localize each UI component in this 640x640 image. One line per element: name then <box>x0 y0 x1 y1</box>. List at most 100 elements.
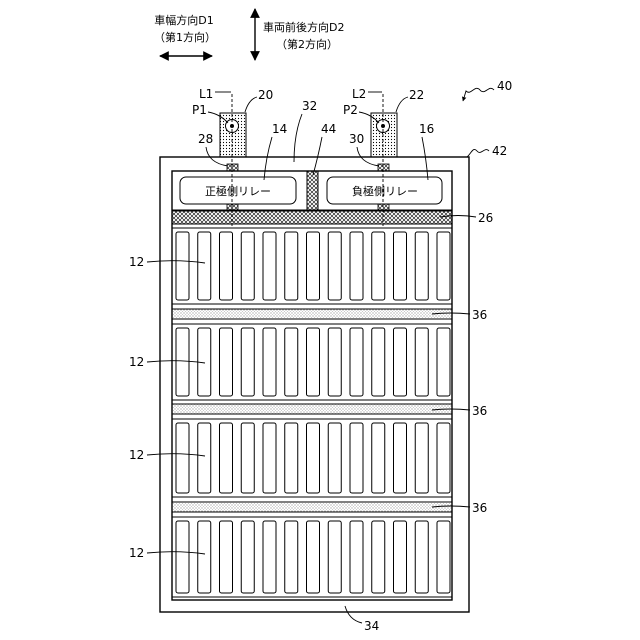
battery-cell <box>176 328 189 396</box>
battery-cell <box>394 423 407 493</box>
battery-cell <box>307 232 320 300</box>
numeral-battery-pack: 40 <box>497 79 512 93</box>
battery-cell <box>372 521 385 593</box>
d1-sub-label: （第1方向） <box>154 30 216 44</box>
numeral-module-3: 12 <box>129 448 144 462</box>
label-l2: L2 <box>352 87 366 101</box>
leader-positive-relay <box>264 137 272 180</box>
battery-cell <box>285 232 298 300</box>
battery-cell <box>437 423 450 493</box>
numeral-module-2: 12 <box>129 355 144 369</box>
module-gap-band-3 <box>172 502 452 512</box>
battery-cell <box>350 232 363 300</box>
battery-cell <box>176 232 189 300</box>
module-gap-band-1 <box>172 309 452 319</box>
direction-legend-d1: 車幅方向D1 （第1方向） <box>154 13 216 56</box>
battery-module-1 <box>172 228 452 304</box>
numeral-gap-1: 36 <box>472 308 487 322</box>
battery-cell <box>263 423 276 493</box>
battery-cell <box>307 328 320 396</box>
battery-cell <box>437 328 450 396</box>
battery-cell <box>307 521 320 593</box>
leader-negative-terminal <box>396 97 408 112</box>
label-p2: P2 <box>343 103 358 117</box>
battery-cell <box>394 521 407 593</box>
numeral-module-1: 12 <box>129 255 144 269</box>
battery-cell <box>328 328 341 396</box>
battery-cell <box>198 232 211 300</box>
d1-label: 車幅方向D1 <box>154 13 213 27</box>
battery-cell <box>285 423 298 493</box>
battery-cell <box>437 521 450 593</box>
leader-case <box>467 149 489 157</box>
numeral-case: 42 <box>492 144 507 158</box>
battery-module-4 <box>172 517 452 597</box>
negative-relay-label: 負極側リレー <box>352 184 418 198</box>
battery-cell <box>198 423 211 493</box>
positive-relay-label: 正極側リレー <box>205 184 271 198</box>
battery-cell <box>415 521 428 593</box>
numeral-relay-space: 32 <box>302 99 317 113</box>
battery-cell <box>372 328 385 396</box>
direction-legend-d2: 車両前後方向D2 （第2方向） <box>255 9 344 60</box>
label-p1: P1 <box>192 103 207 117</box>
d2-label: 車両前後方向D2 <box>263 20 344 34</box>
positive-connector-lower <box>227 204 238 211</box>
leader-battery-pack <box>463 88 494 101</box>
battery-cell <box>285 521 298 593</box>
battery-cell <box>241 232 254 300</box>
inner-frame <box>172 171 452 600</box>
battery-cell <box>241 328 254 396</box>
relay-separator <box>307 171 318 210</box>
positive-connector-upper <box>227 164 238 171</box>
numeral-negative-relay: 16 <box>419 122 434 136</box>
leader-negative-relay <box>422 137 428 180</box>
label-l1: L1 <box>199 87 213 101</box>
battery-cell <box>437 232 450 300</box>
numeral-busbar-band: 26 <box>478 211 493 225</box>
battery-cell <box>328 232 341 300</box>
battery-cell <box>415 328 428 396</box>
leader-positive-terminal <box>245 97 257 112</box>
numeral-negative-terminal: 22 <box>409 88 424 102</box>
battery-cell <box>263 232 276 300</box>
numeral-relay-separator: 44 <box>321 122 336 136</box>
battery-cell <box>263 521 276 593</box>
battery-cell <box>176 423 189 493</box>
leader-relay-space <box>294 114 302 162</box>
numeral-module-4: 12 <box>129 546 144 560</box>
battery-cell <box>350 328 363 396</box>
numeral-positive-connector: 28 <box>198 132 213 146</box>
battery-cell <box>350 423 363 493</box>
numeral-gap-3: 36 <box>472 501 487 515</box>
battery-module-2 <box>172 324 452 400</box>
battery-cell <box>241 521 254 593</box>
leader-relay-separator <box>313 137 322 175</box>
battery-cell <box>241 423 254 493</box>
d2-sub-label: （第2方向） <box>276 37 338 51</box>
numeral-positive-relay: 14 <box>272 122 287 136</box>
battery-cell <box>415 423 428 493</box>
negative-terminal-assembly <box>371 94 397 226</box>
battery-cell <box>394 328 407 396</box>
numeral-gap-2: 36 <box>472 404 487 418</box>
battery-cell <box>394 232 407 300</box>
numeral-case-bottom: 34 <box>364 619 379 633</box>
battery-cell <box>285 328 298 396</box>
battery-cell <box>220 521 233 593</box>
battery-module-3 <box>172 419 452 497</box>
negative-connector-upper <box>378 164 389 171</box>
negative-connector-lower <box>378 204 389 211</box>
battery-cell <box>198 521 211 593</box>
battery-cell <box>350 521 363 593</box>
positive-terminal-assembly <box>220 94 246 226</box>
battery-cell <box>372 423 385 493</box>
leader-case-bottom <box>345 606 362 623</box>
battery-cell <box>415 232 428 300</box>
battery-cell <box>307 423 320 493</box>
battery-cell <box>328 423 341 493</box>
battery-cell <box>328 521 341 593</box>
battery-cell <box>176 521 189 593</box>
numeral-positive-terminal: 20 <box>258 88 273 102</box>
